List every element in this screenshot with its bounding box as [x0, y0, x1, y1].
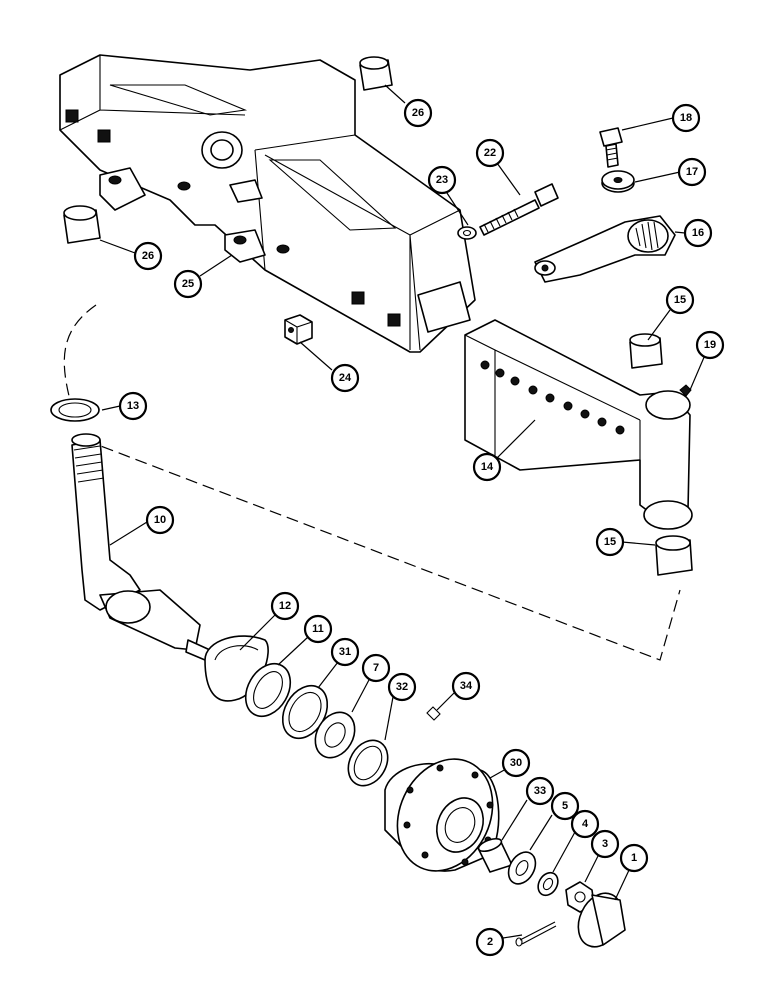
svg-text:10: 10 [154, 514, 166, 526]
bushing-top [359, 56, 393, 91]
callout-3: 3 [590, 829, 620, 859]
bushing-left [63, 205, 101, 244]
bolt-18 [599, 127, 623, 168]
svg-text:11: 11 [312, 623, 324, 635]
seal-ring [50, 398, 100, 422]
svg-text:1: 1 [631, 852, 637, 864]
hub-cap [577, 892, 626, 948]
callout-34: 34 [451, 671, 481, 701]
callout-31: 31 [330, 637, 360, 667]
callout-24: 24 [330, 363, 360, 393]
wheel-hub [384, 758, 500, 872]
svg-text:25: 25 [182, 278, 194, 290]
svg-text:24: 24 [339, 372, 352, 384]
bolt-22 [479, 183, 559, 236]
axle-beam [59, 54, 476, 353]
callout-19: 19 [695, 330, 725, 360]
callout-32: 32 [387, 672, 417, 702]
svg-text:14: 14 [481, 461, 494, 473]
svg-text:22: 22 [484, 147, 496, 159]
washer-23 [457, 226, 477, 240]
washer-17 [601, 170, 635, 193]
callout-17: 17 [677, 157, 707, 187]
bearing-cone-5 [507, 851, 537, 885]
callout-14: 14 [472, 452, 502, 482]
callout-12: 12 [270, 591, 300, 621]
callout-33: 33 [525, 776, 555, 806]
callout-10: 10 [145, 505, 175, 535]
svg-text:15: 15 [604, 536, 616, 548]
svg-text:19: 19 [704, 339, 716, 351]
callout-11: 11 [303, 614, 333, 644]
spacer-block [284, 314, 313, 345]
svg-text:30: 30 [510, 757, 522, 769]
callout-30: 30 [501, 748, 531, 778]
callout-2: 2 [475, 927, 505, 957]
svg-text:34: 34 [460, 680, 473, 692]
cotter-pin [515, 921, 557, 947]
callout-13: 13 [118, 391, 148, 421]
svg-text:26: 26 [412, 107, 424, 119]
bearing-cone-7 [314, 711, 356, 759]
svg-text:18: 18 [680, 112, 692, 124]
callout-26-top: 26 [403, 98, 433, 128]
svg-text:7: 7 [373, 662, 379, 674]
bushing-15-upper [629, 333, 663, 369]
svg-text:13: 13 [127, 400, 139, 412]
callout-22: 22 [475, 138, 505, 168]
assembly-line [63, 304, 681, 661]
callout-1: 1 [619, 843, 649, 873]
leader-lines [99, 84, 706, 939]
spindle [71, 433, 211, 661]
callout-5: 5 [550, 791, 580, 821]
callout-18: 18 [671, 103, 701, 133]
grease-fitting [679, 384, 692, 397]
svg-text:31: 31 [339, 646, 351, 658]
svg-text:23: 23 [436, 174, 448, 186]
bearing-cup-33 [477, 837, 513, 873]
callout-4: 4 [570, 809, 600, 839]
svg-text:15: 15 [674, 294, 686, 306]
callout-25: 25 [173, 269, 203, 299]
svg-text:32: 32 [396, 681, 408, 693]
callout-15-upper: 15 [665, 285, 695, 315]
svg-text:3: 3 [602, 838, 608, 850]
svg-text:5: 5 [562, 800, 568, 812]
svg-text:26: 26 [142, 250, 154, 262]
oil-seal [244, 662, 292, 718]
callout-7: 7 [361, 653, 391, 683]
svg-text:2: 2 [487, 936, 493, 948]
svg-text:17: 17 [686, 166, 698, 178]
svg-text:16: 16 [692, 227, 704, 239]
bushing-15-lower [655, 535, 693, 576]
steering-arm [534, 215, 676, 283]
callout-26-left: 26 [133, 241, 163, 271]
axle-extension [464, 319, 693, 530]
svg-text:33: 33 [534, 785, 546, 797]
clip [426, 706, 441, 721]
washer-4 [537, 871, 559, 897]
bearing-cup-32 [347, 739, 389, 787]
svg-text:4: 4 [582, 818, 589, 830]
callout-23: 23 [427, 165, 457, 195]
callout-16: 16 [683, 218, 713, 248]
svg-text:12: 12 [279, 600, 291, 612]
callout-15-lower: 15 [595, 527, 625, 557]
